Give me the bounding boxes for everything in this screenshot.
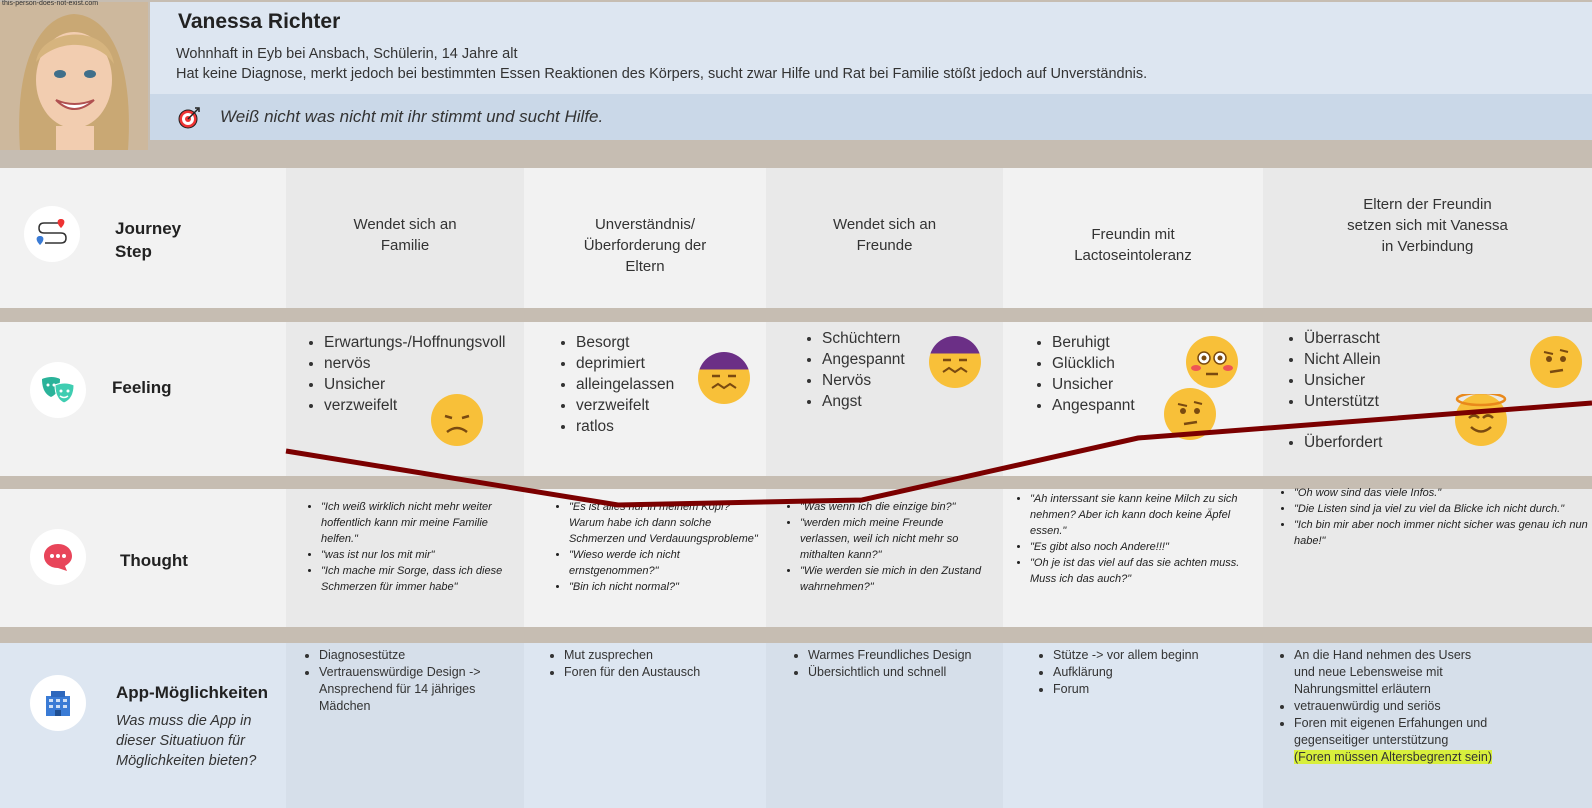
step-1: Wendet sich an Familie [353, 216, 457, 254]
persona-location: Wohnhaft in Eyb bei Ansbach, Schülerin, … [176, 46, 518, 62]
feeling-item: ratlos [576, 416, 674, 437]
halo-emoji-icon [1455, 391, 1507, 446]
app-item: Foren mit eigenen Erfahungen und gegense… [1294, 715, 1493, 766]
thought-item: "Was wenn ich die einzige bin?" [800, 499, 990, 515]
feeling-item: Angespannt [1052, 395, 1135, 416]
step-3: Wendet sich an Freunde [832, 216, 937, 254]
feeling-list-1: Erwartungs-/Hoffnungsvoll nervös Unsiche… [308, 332, 506, 416]
thought-item: "Bin ich nicht normal?" [569, 579, 759, 595]
feeling-item: Erwartungs-/Hoffnungsvoll [324, 332, 506, 353]
disappointed-emoji-icon [431, 394, 483, 446]
feeling-item: Unterstützt [1304, 391, 1382, 412]
feeling-item: Beruhigt [1052, 332, 1135, 353]
feeling-list-3: Schüchtern Angespannt Nervös Angst [806, 328, 905, 412]
step-4: Freundin mit Lactoseintoleranz [1074, 226, 1192, 264]
persona-photo [0, 2, 148, 150]
thought-label: Thought [120, 551, 188, 570]
thought-item: "werden mich meine Freunde verlassen, we… [800, 515, 990, 563]
feeling-list-4: Beruhigt Glücklich Unsicher Angespannt [1036, 332, 1135, 416]
target-icon [178, 107, 200, 134]
building-icon [30, 675, 86, 731]
feeling-item: Angst [822, 391, 905, 412]
thought-item: "Es gibt also noch Andere!!!" [1030, 539, 1268, 555]
feeling-item: Unsicher [1304, 370, 1382, 391]
feeling-item: Angespannt [822, 349, 905, 370]
theater-masks-icon [30, 362, 86, 418]
app-item: Übersichtlich und schnell [808, 664, 1008, 681]
persona-name: Vanessa Richter [178, 10, 341, 33]
feeling-item: Glücklich [1052, 353, 1135, 374]
feeling-item: Unsicher [324, 374, 506, 395]
feeling-label: Feeling [112, 378, 172, 397]
app-list-1: Diagnosestütze Vertrauenswürdige Design … [303, 647, 519, 715]
app-list-3: Warmes Freundliches Design Übersichtlich… [792, 647, 1008, 681]
app-item: vetrauenwürdig und seriös [1294, 698, 1492, 715]
thought-item: "Ich bin mir aber noch immer nicht siche… [1294, 517, 1592, 549]
app-item-text: Foren mit eigenen Erfahungen und gegense… [1294, 716, 1488, 747]
thought-item: "Wieso werde ich nicht ernstgenommen?" [569, 547, 759, 579]
feeling-item: Nervös [822, 370, 905, 391]
feeling-item: Überfordert [1304, 432, 1382, 453]
app-list-4: Stütze -> vor allem beginn Aufklärung Fo… [1037, 647, 1253, 698]
app-label: App-Möglichkeiten [116, 683, 269, 702]
feeling-list-2: Besorgt deprimiert alleingelassen verzwe… [560, 332, 674, 437]
app-list-2: Mut zusprechen Foren für den Austausch [548, 647, 764, 681]
thought-item: "Ich weiß wirklich nicht mehr weiter hof… [321, 499, 526, 547]
thought-item: "was ist nur los mit mir" [321, 547, 526, 563]
feeling-item: Nicht Allein [1304, 349, 1382, 370]
age-limit-highlight: (Foren müssen Altersbegrenzt sein) [1294, 750, 1493, 764]
feeling-item: Besorgt [576, 332, 674, 353]
persona-description: Hat keine Diagnose, merkt jedoch bei bes… [176, 66, 1148, 82]
feeling-item: verzweifelt [576, 395, 674, 416]
feeling-item: nervös [324, 353, 506, 374]
app-item: Foren für den Austausch [564, 664, 764, 681]
app-item: Diagnosestütze [319, 647, 519, 664]
thought-list-3: "Was wenn ich die einzige bin?" "werden … [784, 499, 990, 595]
thought-list-1: "Ich weiß wirklich nicht mehr weiter hof… [305, 499, 526, 595]
app-item: Forum [1053, 681, 1253, 698]
thought-list-5: "Oh wow sind das viele Infos." "Die List… [1278, 485, 1592, 549]
thought-list-4: "Ah interssant sie kann keine Milch zu s… [1014, 491, 1268, 587]
app-item: An die Hand nehmen des Users und neue Le… [1294, 647, 1492, 698]
app-item: Vertrauenswürdige Design -> Ansprechend … [319, 664, 519, 715]
thought-item: "Die Listen sind ja viel zu viel da Blic… [1294, 501, 1592, 517]
journey-row: Journey Step Wendet sich an Familie Unve… [0, 168, 1592, 308]
feeling-item: deprimiert [576, 353, 674, 374]
thought-row: Thought "Ich weiß wirklich nicht mehr we… [0, 487, 1592, 627]
persona-goal: Weiß nicht was nicht mit ihr stimmt und … [220, 107, 604, 126]
app-item: Stütze -> vor allem beginn [1053, 647, 1253, 664]
step-2: Unverständnis/ Überforderung der Eltern [583, 216, 707, 275]
app-item: Aufklärung [1053, 664, 1253, 681]
feeling-item: Schüchtern [822, 328, 905, 349]
route-icon [24, 206, 80, 262]
persona-info-panel [150, 2, 1592, 94]
journey-step-label: Journey Step [115, 219, 182, 261]
thought-item: "Wie werden sie mich in den Zustand wahr… [800, 563, 990, 595]
feeling-list-5: Überrascht Nicht Allein Unsicher Unterst… [1288, 328, 1382, 453]
feeling-item: verzweifelt [324, 395, 506, 416]
app-item: Mut zusprechen [564, 647, 764, 664]
thought-item: "Oh je ist das viel auf das sie achten m… [1030, 555, 1268, 587]
step-5: Eltern der Freundin setzen sich mit Vane… [1347, 196, 1508, 255]
app-question: Was muss die App in dieser Situatiuon fü… [116, 713, 257, 769]
feeling-item: alleingelassen [576, 374, 674, 395]
app-list-5: An die Hand nehmen des Users und neue Le… [1278, 647, 1493, 766]
thought-item: "Oh wow sind das viele Infos." [1294, 485, 1592, 501]
feeling-row: Feeling Erwartungs-/Hoffnungsvoll nervös… [0, 322, 1592, 476]
app-row: App-Möglichkeiten Was muss die App in di… [0, 643, 1592, 808]
feeling-item: Überrascht [1304, 328, 1382, 349]
skeptical-emoji-icon [1530, 336, 1582, 388]
sick-emoji-icon [698, 352, 750, 404]
thought-item: "Ich mache mir Sorge, dass ich diese Sch… [321, 563, 526, 595]
sick-emoji-icon [929, 336, 981, 388]
feeling-item: Unsicher [1052, 374, 1135, 395]
photo-caption: this-person-does-not-exist.com [2, 0, 99, 7]
persona-goal-panel [150, 94, 1592, 140]
thought-item: "Ah interssant sie kann keine Milch zu s… [1030, 491, 1268, 539]
flushed-emoji-icon [1186, 336, 1238, 388]
app-item: Warmes Freundliches Design [808, 647, 1008, 664]
chat-bubble-icon [30, 529, 86, 585]
